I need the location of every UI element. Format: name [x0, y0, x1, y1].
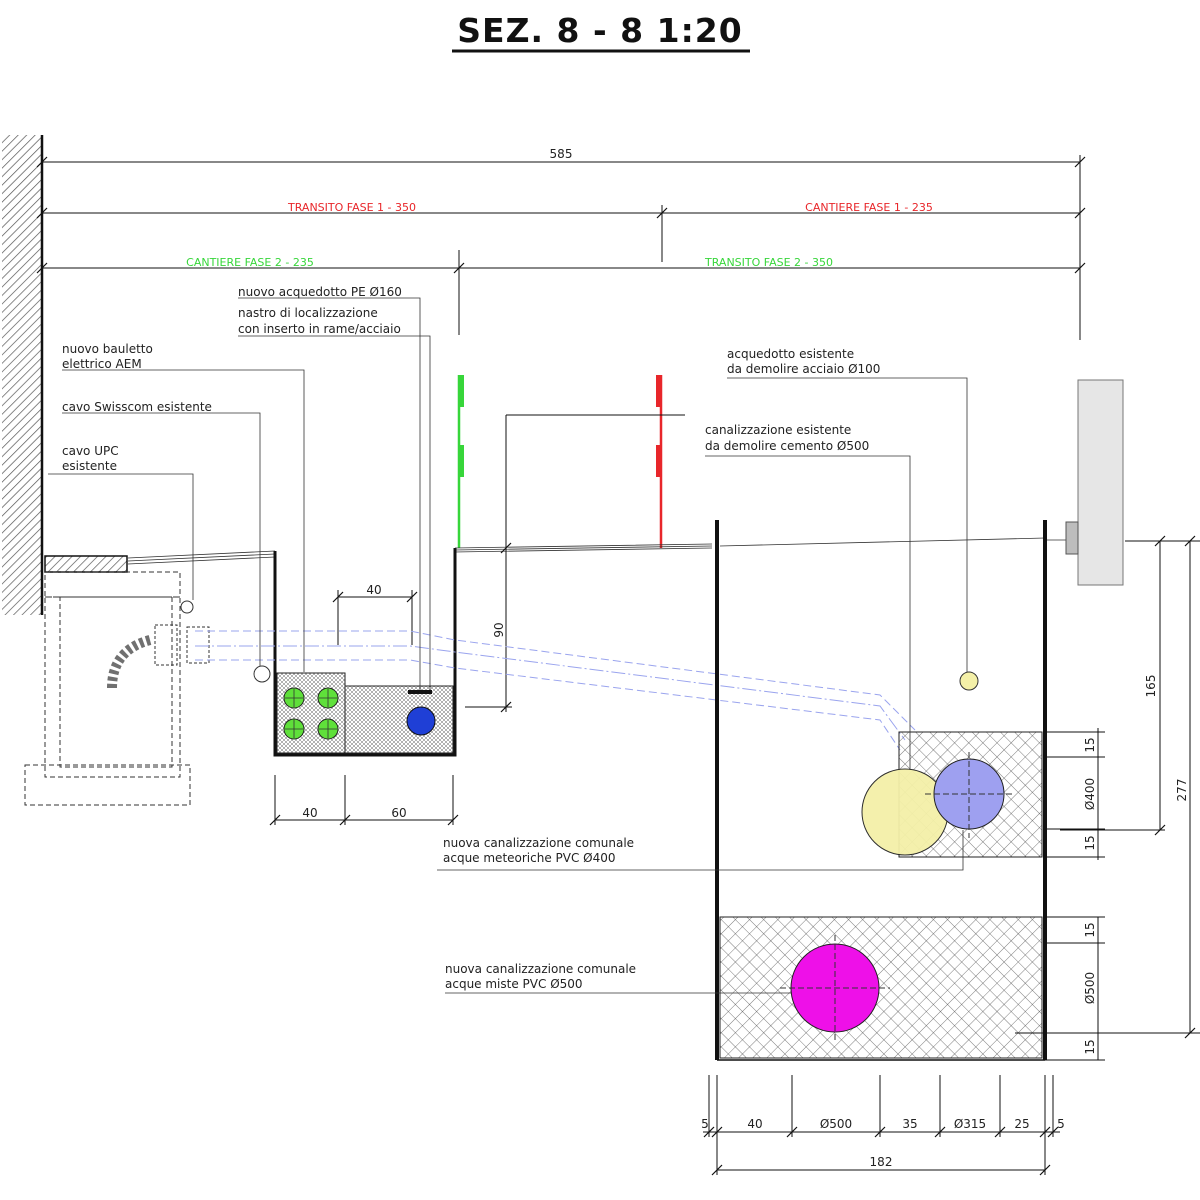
dim-b-5a: 5 [701, 1117, 709, 1131]
road-surface [127, 537, 1075, 565]
dimension-585: 585 [36, 147, 1086, 340]
dimension-phase1: TRANSITO FASE 1 - 350 CANTIERE FASE 1 - … [36, 201, 1086, 262]
dim-b-182: 182 [870, 1155, 893, 1169]
label-upc-2: esistente [62, 459, 117, 473]
label-miste-1: nuova canalizzazione comunale [445, 962, 636, 976]
label-bauletto-2: elettrico AEM [62, 357, 142, 371]
label-canal-esist-2: da demolire cemento Ø500 [705, 439, 869, 453]
right-dimensions: 165 277 15 Ø400 15 15 Ø500 15 [1015, 535, 1200, 1061]
transito-fase2-label: TRANSITO FASE 2 - 350 [704, 256, 833, 269]
label-acquedotto-pe: nuovo acquedotto PE Ø160 [238, 285, 402, 299]
label-nastro-1: nastro di localizzazione [238, 306, 378, 320]
green-barrier [457, 375, 464, 548]
annotations: nuovo acquedotto PE Ø160 nastro di local… [62, 285, 880, 991]
label-nastro-2: con inserto in rame/acciaio [238, 322, 401, 336]
dim-b-40: 40 [747, 1117, 762, 1131]
dim-r-d400: Ø400 [1083, 778, 1097, 810]
small-trench [253, 548, 457, 757]
dim-40-bottom: 40 [302, 806, 317, 820]
dim-r-15c: 15 [1083, 922, 1097, 937]
manhole-chamber [24, 555, 210, 806]
dim-b-d315: Ø315 [954, 1117, 986, 1131]
drawing-title: SEZ. 8 - 8 1:20 [457, 11, 742, 50]
dim-b-d500: Ø500 [820, 1117, 852, 1131]
label-canal-esist-1: canalizzazione esistente [705, 423, 851, 437]
label-upc-1: cavo UPC [62, 444, 119, 458]
transito-fase1-label: TRANSITO FASE 1 - 350 [287, 201, 416, 214]
dim-b-5b: 5 [1057, 1117, 1065, 1131]
dim-r-d500: Ø500 [1083, 972, 1097, 1004]
leader-lines [48, 297, 968, 994]
label-acquedotto-esist-1: acquedotto esistente [727, 347, 854, 361]
cantiere-fase2-label: CANTIERE FASE 2 - 235 [186, 256, 314, 269]
right-structure [1065, 379, 1124, 586]
utility-runs [195, 630, 916, 751]
dim-277: 277 [1175, 779, 1189, 802]
label-acquedotto-esist-2: da demolire acciaio Ø100 [727, 362, 880, 376]
dim-b-25: 25 [1014, 1117, 1029, 1131]
bottom-dimensions: 5 40 Ø500 35 Ø315 25 5 182 [701, 1075, 1065, 1176]
label-bauletto-1: nuovo bauletto [62, 342, 153, 356]
small-trench-dimensions: 40 60 40 [269, 583, 459, 826]
red-barrier [656, 375, 663, 548]
label-meteoriche-1: nuova canalizzazione comunale [443, 836, 634, 850]
large-trench [715, 520, 1047, 1061]
label-miste-2: acque miste PVC Ø500 [445, 977, 583, 991]
building-wall [2, 135, 42, 615]
dim-60-bottom: 60 [391, 806, 406, 820]
label-meteoriche-2: acque meteoriche PVC Ø400 [443, 851, 616, 865]
dim-r-15a: 15 [1083, 737, 1097, 752]
dim-585-label: 585 [550, 147, 573, 161]
dim-b-35: 35 [902, 1117, 917, 1131]
dim-90-label: 90 [492, 622, 506, 637]
dimension-90: 90 [465, 414, 685, 713]
dim-r-15d: 15 [1083, 1039, 1097, 1054]
cantiere-fase1-label: CANTIERE FASE 1 - 235 [805, 201, 933, 214]
dim-165: 165 [1144, 675, 1158, 698]
dim-40-top: 40 [366, 583, 381, 597]
dimension-phase2: CANTIERE FASE 2 - 235 TRANSITO FASE 2 - … [36, 250, 1086, 335]
label-swisscom: cavo Swisscom esistente [62, 400, 212, 414]
dim-r-15b: 15 [1083, 835, 1097, 850]
